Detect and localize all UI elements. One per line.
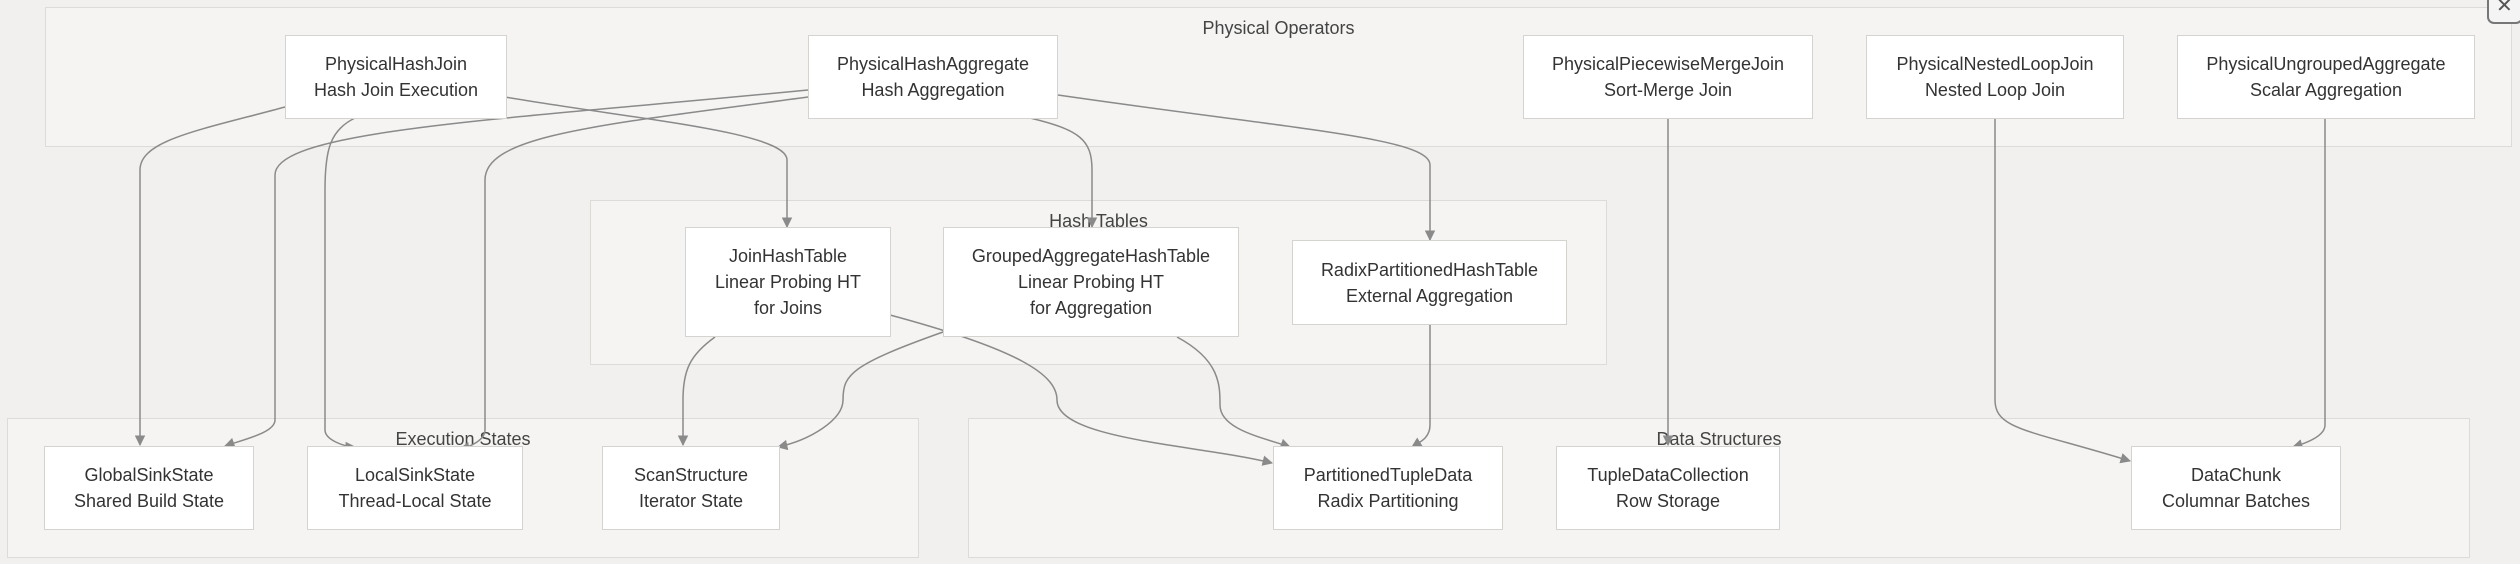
node-radix-partitioned-hash-table[interactable]: RadixPartitionedHashTable External Aggre… [1292, 240, 1567, 325]
node-title: PhysicalUngroupedAggregate [2206, 54, 2446, 74]
node-title: JoinHashTable [728, 246, 848, 266]
node-subtitle: Nested Loop Join [1924, 80, 2066, 100]
group-title-data-structures: Data Structures [1656, 429, 1782, 449]
edge-hashjoin-joinhashtable [504, 96, 793, 229]
node-subtitle: Row Storage [1615, 491, 1721, 511]
edge-hashaggregate-localsinkstate [458, 96, 809, 453]
node-scan-structure[interactable]: ScanStructure Iterator State [602, 446, 780, 530]
node-physical-nested-loop-join[interactable]: PhysicalNestedLoopJoin Nested Loop Join [1866, 35, 2124, 119]
node-subtitle: Iterator State [638, 491, 744, 511]
edge-joinhashtable-partitionedtupledata [889, 314, 1274, 466]
edge-hashjoin-globalsinkstate [134, 106, 286, 447]
node-subtitle: Sort-Merge Join [1603, 80, 1733, 100]
node-title: TupleDataCollection [1587, 465, 1749, 485]
node-join-hash-table[interactable]: JoinHashTable Linear Probing HT for Join… [685, 227, 891, 337]
edge-groupedaggregateht-partitionedtupledata [1176, 336, 1291, 449]
node-subtitle: Hash Aggregation [861, 80, 1005, 100]
node-line3: for Joins [753, 298, 823, 318]
group-title-hash-tables: Hash Tables [1049, 211, 1148, 231]
node-subtitle: Hash Join Execution [313, 80, 479, 100]
node-subtitle: Shared Build State [73, 491, 225, 511]
node-title: GlobalSinkState [84, 465, 214, 485]
node-subtitle: Thread-Local State [338, 491, 492, 511]
group-title-physical-operators: Physical Operators [1202, 18, 1355, 38]
node-line3: for Aggregation [1029, 298, 1153, 318]
node-title: GroupedAggregateHashTable [971, 246, 1211, 266]
edge-joinhashtable-scanstructure [677, 336, 716, 447]
node-title: LocalSinkState [354, 465, 476, 485]
edge-hashaggregate-groupedaggregateht [1029, 117, 1098, 229]
edge-groupedaggregateht-scanstructure [776, 331, 944, 451]
node-local-sink-state[interactable]: LocalSinkState Thread-Local State [307, 446, 523, 530]
close-icon: ✕ [2496, 0, 2513, 17]
node-title: ScanStructure [633, 465, 749, 485]
node-physical-piecewise-merge-join[interactable]: PhysicalPiecewiseMergeJoin Sort-Merge Jo… [1523, 35, 1813, 119]
node-subtitle: Scalar Aggregation [2249, 80, 2403, 100]
node-title: PhysicalHashAggregate [836, 54, 1030, 74]
node-global-sink-state[interactable]: GlobalSinkState Shared Build State [44, 446, 254, 530]
node-subtitle: Columnar Batches [2161, 491, 2311, 511]
node-title: PhysicalPiecewiseMergeJoin [1551, 54, 1785, 74]
node-title: PhysicalNestedLoopJoin [1896, 54, 2094, 74]
edge-nestedloopjoin-datachunk [1994, 118, 2132, 464]
node-subtitle: Radix Partitioning [1317, 491, 1459, 511]
edge-hashjoin-localsinkstate [324, 117, 357, 453]
node-line2: Linear Probing HT [1017, 272, 1165, 292]
node-physical-hash-aggregate[interactable]: PhysicalHashAggregate Hash Aggregation [808, 35, 1058, 119]
node-partitioned-tuple-data[interactable]: PartitionedTupleData Radix Partitioning [1273, 446, 1503, 530]
corner-close-button[interactable]: ✕ [2487, 0, 2520, 24]
node-tuple-data-collection[interactable]: TupleDataCollection Row Storage [1556, 446, 1780, 530]
node-title: PartitionedTupleData [1303, 465, 1473, 485]
node-physical-hash-join[interactable]: PhysicalHashJoin Hash Join Execution [285, 35, 507, 119]
edge-hashaggregate-radixpartitionedht [1057, 94, 1436, 242]
node-title: PhysicalHashJoin [324, 54, 468, 74]
node-line2: Linear Probing HT [714, 272, 862, 292]
node-title: DataChunk [2190, 465, 2282, 485]
edge-hashaggregate-globalsinkstate [224, 89, 809, 448]
node-data-chunk[interactable]: DataChunk Columnar Batches [2131, 446, 2341, 530]
edge-ungroupedaggregate-datachunk [2291, 118, 2326, 450]
node-subtitle: External Aggregation [1345, 285, 1514, 306]
node-physical-ungrouped-aggregate[interactable]: PhysicalUngroupedAggregate Scalar Aggreg… [2177, 35, 2475, 119]
node-grouped-aggregate-hash-table[interactable]: GroupedAggregateHashTable Linear Probing… [943, 227, 1239, 337]
edge-radixpartitionedht-partitionedtupledata [1411, 325, 1431, 448]
group-title-execution-states: Execution States [395, 429, 531, 449]
node-title: RadixPartitionedHashTable [1320, 259, 1539, 280]
